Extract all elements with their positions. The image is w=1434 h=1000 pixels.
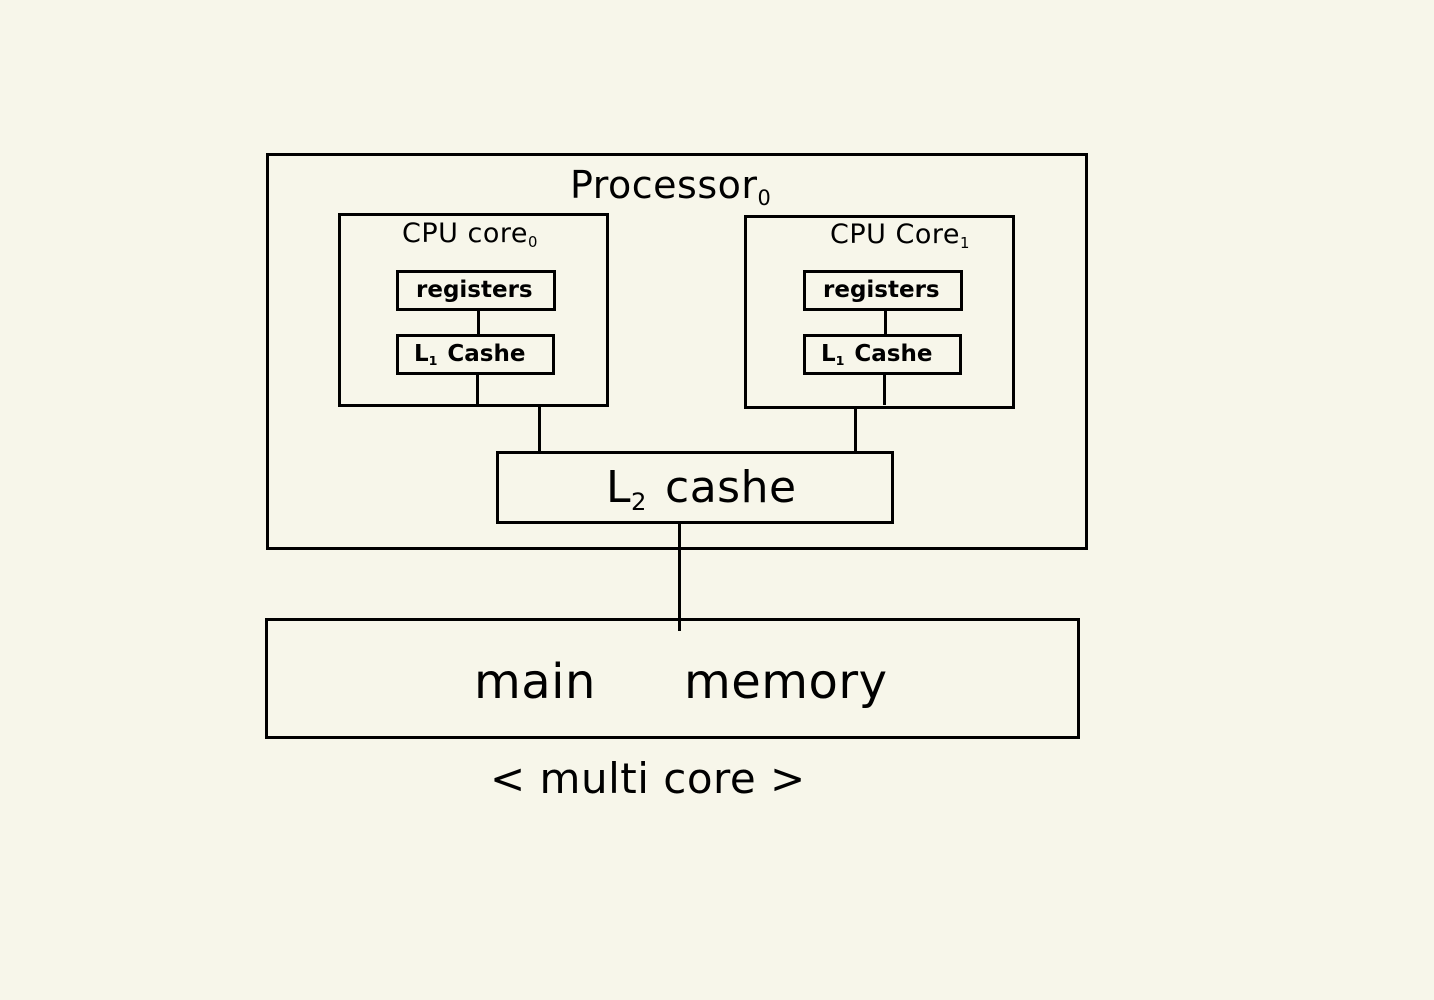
core-0-to-l2-link <box>538 407 541 452</box>
main-memory-word-1: main <box>474 654 596 710</box>
core-1-to-l2-link <box>854 409 857 452</box>
cpu-core-1-l1-sub: 1 <box>835 353 845 369</box>
l2-to-memory-link <box>678 524 681 631</box>
cpu-core-0-label: CPU core0 <box>402 218 540 250</box>
cpu-core-1-l1-box <box>803 334 962 375</box>
main-memory-word-2: memory <box>684 654 888 710</box>
cpu-core-0-label-sub: 0 <box>527 233 538 252</box>
processor-label: Processor0 <box>570 163 774 209</box>
cpu-core-0-box <box>338 213 609 407</box>
cpu-core-1-l1-label: L1 Cashe <box>821 341 933 369</box>
l2-cache-sub: 2 <box>631 488 647 517</box>
l2-cache-label: L2 cashe <box>606 466 797 515</box>
cpu-core-0-l1-suffix: Cashe <box>447 341 526 367</box>
cpu-core-1-l1-edge-link <box>883 375 886 405</box>
cpu-core-1-label: CPU Core1 <box>830 219 972 251</box>
processor-box <box>266 153 1088 550</box>
processor-label-text: Processor <box>570 163 758 207</box>
l2-cache-box <box>496 451 894 524</box>
cpu-core-0-l1-prefix: L <box>414 341 429 367</box>
cpu-core-1-registers-box <box>803 270 963 311</box>
cpu-core-1-reg-l1-link <box>884 311 887 334</box>
cpu-core-0-registers-label: registers <box>416 277 533 303</box>
cpu-core-1-label-sub: 1 <box>959 234 970 253</box>
cpu-core-1-registers-label: registers <box>823 277 940 303</box>
cpu-core-0-l1-label: L1 Cashe <box>414 341 526 369</box>
cpu-core-0-label-text: CPU core <box>402 218 528 249</box>
cpu-core-1-box <box>744 215 1015 409</box>
l2-cache-prefix: L <box>606 462 632 513</box>
cpu-core-0-l1-sub: 1 <box>428 353 438 369</box>
cpu-core-0-l1-box <box>396 334 555 375</box>
diagram-caption: < multi core > <box>490 754 806 803</box>
cpu-core-1-l1-prefix: L <box>821 341 836 367</box>
cpu-core-1-label-text: CPU Core <box>830 219 960 250</box>
cpu-core-0-l1-edge-link <box>476 375 479 405</box>
cpu-core-1-l1-suffix: Cashe <box>854 341 933 367</box>
cpu-core-0-reg-l1-link <box>477 311 480 334</box>
main-memory-box <box>265 618 1080 739</box>
cpu-core-0-registers-box <box>396 270 556 311</box>
processor-label-sub: 0 <box>757 186 772 211</box>
l2-cache-suffix: cashe <box>665 462 797 513</box>
